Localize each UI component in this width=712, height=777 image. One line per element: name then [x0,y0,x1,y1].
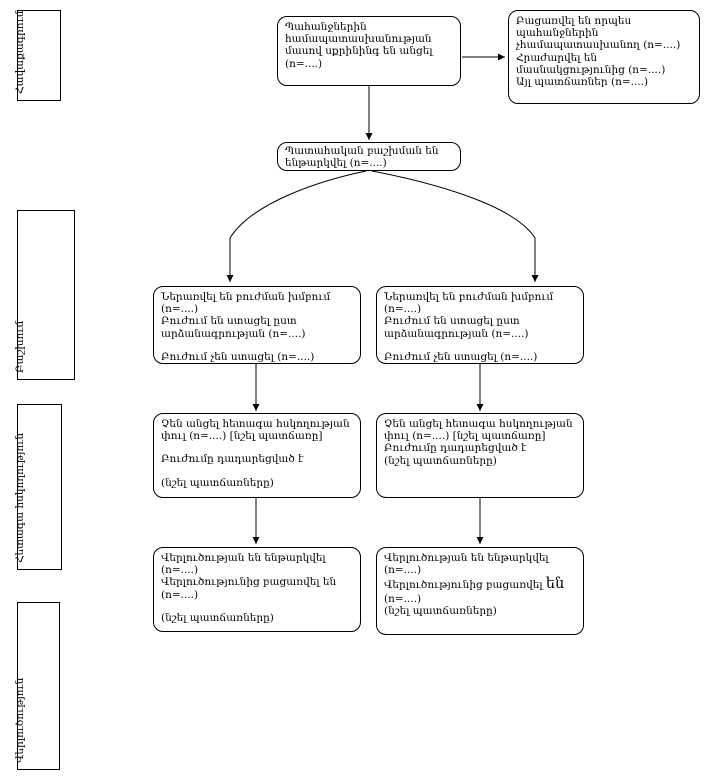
box-text: Բուժում են ստացել ըստ արձանագրության (n=… [161,315,306,340]
box-text: (նշել պատճառները) [384,605,497,618]
stage-label-enrollment-text: Հավաքագրում [14,10,26,94]
arrow-randomized-to-alloc-right [371,170,539,282]
box-screening: Պահանջներին համապատասխանության մասով սքր… [277,16,461,86]
box-randomized: Պատահական բաշխման են ենթարկվել (n=....) [277,142,461,171]
box-text: Վերլուծության են ենթարկվել (n=....) [161,552,326,577]
box-text: Չեն անցել հետագա հսկողության փուլ (n=...… [161,418,350,443]
arrow-randomized-to-alloc-left [226,170,367,282]
box-text: Բուժումը դադարեցված է [384,442,527,455]
box-text: Վերլուծության են ենթարկվել (n=....) [384,552,549,577]
box-text-part-large: են [545,576,565,593]
stage-label-allocation-text: Բաշխում [14,320,26,373]
box-analysis-right: Վերլուծության են ենթարկվել (n=....) Վերլ… [376,547,584,635]
box-text: Չեն անցել հետագա հսկողության փուլ (n=...… [384,418,573,443]
box-excluded: Բացառվել են որպես պահանջներին չհամապատաս… [508,10,700,104]
box-text-part: Վերլուծությունից բացառվել [384,579,546,592]
box-text: Բացառվել են որպես պահանջներին չհամապատաս… [516,15,681,52]
box-text: Պատահական բաշխման են ենթարկվել (n=....) [285,145,439,170]
box-text: Ներառվել են բուժման խմբում (n=....) [161,291,331,316]
box-text: Բուժումը դադարեցված է [161,453,304,466]
box-followup-right: Չեն անցել հետագա հսկողության փուլ (n=...… [376,413,584,498]
box-text: (նշել պատճառները) [161,476,274,489]
stage-label-followup: Հետագա հսկողություն [14,404,62,570]
stage-label-analysis: Վերլուծություն [14,602,60,770]
box-text: Բուժում են ստացել ըստ արձանագրության (n=… [384,315,529,340]
stage-label-followup-text: Հետագա հսկողություն [14,433,26,563]
box-text: (նշել պատճառները) [384,454,497,467]
stage-label-allocation: Բաշխում [14,210,75,380]
box-text: Ներառվել են բուժման խմբում (n=....) [384,291,554,316]
stage-label-enrollment: Հավաքագրում [14,10,61,101]
box-text: Բուժում չեն ստացել (n=....) [384,350,538,363]
box-text: (նշել պատճառները) [161,611,274,624]
box-text: Այլ պատճառներ (n=....) [516,75,649,88]
box-followup-left: Չեն անցել հետագա հսկողության փուլ (n=...… [153,413,361,498]
box-text-part: (n=....) [384,593,422,606]
box-text: Վերլուծությունից բացառվել են (n=....) [384,576,576,605]
box-allocation-left: Ներառվել են բուժման խմբում (n=....) Բուժ… [153,286,361,364]
box-text: Վերլուծությունից բացառվել են (n=....) [161,576,337,601]
box-text: Բուժում չեն ստացել (n=....) [161,350,315,363]
stage-label-analysis-text: Վերլուծություն [14,677,26,763]
box-text: Հրաժարվել են մասնակցությունից (n=....) [516,51,666,76]
box-analysis-left: Վերլուծության են ենթարկվել (n=....) Վերլ… [153,547,361,632]
box-allocation-right: Ներառվել են բուժման խմբում (n=....) Բուժ… [376,286,584,364]
box-text: Պահանջներին համապատասխանության մասով սքր… [285,21,433,70]
